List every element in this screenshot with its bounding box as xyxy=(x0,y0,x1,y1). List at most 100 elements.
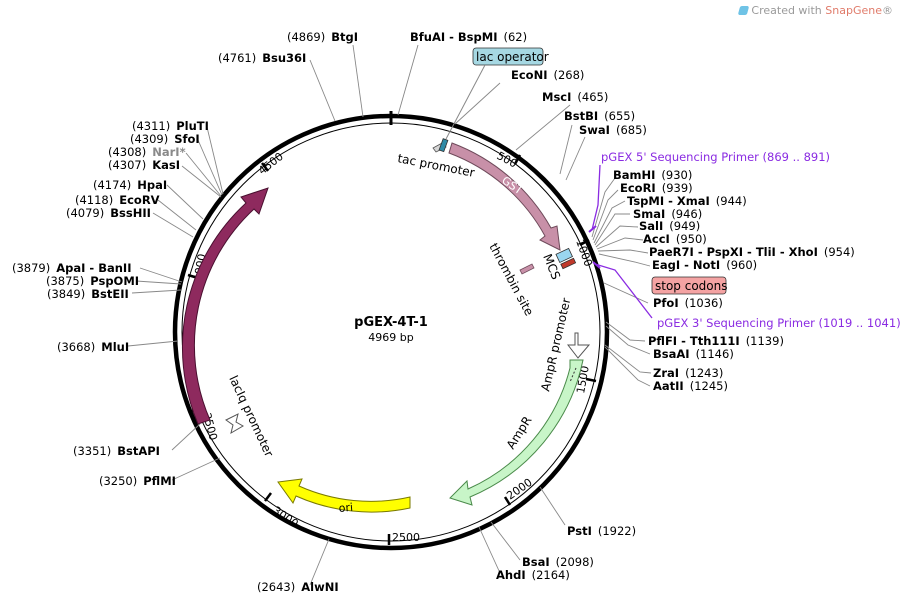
site-BstEII: (3849)BstEII xyxy=(47,287,129,301)
tick-4500 xyxy=(261,162,269,172)
ampr-promoter-overlap xyxy=(569,367,577,383)
lac-operator-label: lac operator xyxy=(476,50,549,64)
leader-ZraI xyxy=(604,344,652,374)
features xyxy=(181,138,591,513)
leader-NarI xyxy=(185,152,222,197)
site-AhdI: AhdI(2164) xyxy=(496,568,570,582)
leader-AccI xyxy=(596,237,644,250)
plasmid-size: 4969 bp xyxy=(368,331,413,344)
label-ori: ori xyxy=(338,501,353,515)
leader-PflMI xyxy=(171,457,221,481)
label-lacI: lacI xyxy=(201,299,217,320)
ampr-arrow xyxy=(449,359,584,506)
plasmid-name: pGEX-4T-1 xyxy=(354,315,428,330)
mcs-box xyxy=(555,247,573,264)
site-PflFI: PflFI - Tth111I(1139) xyxy=(648,334,784,348)
leader-AhdI xyxy=(478,526,501,574)
site-SmaI: SmaI(946) xyxy=(633,207,702,221)
site-BsaAI: BsaAI(1146) xyxy=(653,347,734,361)
leader-SalI xyxy=(595,225,639,248)
site-BstAPI: (3351)BstAPI xyxy=(73,444,160,458)
stop-codons-label: stop codons xyxy=(655,279,728,293)
leader-BstBI xyxy=(559,124,573,175)
site-PspOMI: (3875)PspOMI xyxy=(46,274,139,288)
leader-PstI xyxy=(539,486,566,526)
site-EcoRI: EcoRI(939) xyxy=(620,181,693,195)
ori-arrow xyxy=(277,478,411,513)
leader-PfoI xyxy=(603,282,649,304)
leader-BstAPI xyxy=(171,423,201,451)
site-PstI: PstI(1922) xyxy=(567,524,636,538)
site-SwaI: SwaI(685) xyxy=(579,123,647,137)
tick-label-1000: 1000 xyxy=(573,238,595,269)
stop-codons-box xyxy=(651,276,727,295)
ampr-promoter-arrow xyxy=(566,332,591,359)
site-BstBI: BstBI(655) xyxy=(564,109,635,123)
leader-Bsu36I xyxy=(309,59,336,122)
site-BssHII: (4079)BssHII xyxy=(66,206,151,220)
tick-3000 xyxy=(264,492,272,502)
leader-PspOMI xyxy=(135,280,182,285)
site-PfoI: PfoI(1036) xyxy=(653,296,723,310)
leader-PluTI xyxy=(206,126,224,195)
leader-MscI xyxy=(515,104,571,151)
lac-operator-mark xyxy=(438,138,449,153)
lac-operator-leader xyxy=(445,64,486,140)
site-PaeR7I: PaeR7I - PspXI - TliI - XhoI(954) xyxy=(649,245,855,259)
leader-SmaI xyxy=(594,213,630,246)
credit-prefix: Created with xyxy=(751,4,826,17)
site-MluI: (3668)MluI xyxy=(57,340,129,354)
site-BfuAI: BfuAI - BspMI(62) xyxy=(410,30,527,44)
thrombin-site-mark xyxy=(519,263,535,275)
leader-BssHII xyxy=(152,212,194,238)
credit-suffix: ® xyxy=(882,4,893,17)
leader-AatII xyxy=(604,346,651,387)
leader-EcoNI xyxy=(454,82,501,125)
leader-EcoRI xyxy=(592,189,619,241)
site-TspMI: TspMI - XmaI(944) xyxy=(627,194,747,208)
credit-brand: SnapGene xyxy=(825,4,882,17)
tick-label-500: 500 xyxy=(495,149,520,170)
site-SfoI: (4309)SfoI xyxy=(130,132,200,146)
leader-SfoI xyxy=(197,139,223,196)
site-ZraI: ZraI(1243) xyxy=(653,366,723,380)
lac-operator-box xyxy=(472,47,544,66)
site-ApaI: (3879)ApaI - BanII xyxy=(12,261,131,275)
site-PluTI: (4311)PluTI xyxy=(132,119,209,133)
leader-KasI xyxy=(181,165,222,198)
gst-arrow xyxy=(448,142,561,251)
site-SalI: SalI(949) xyxy=(639,219,700,233)
leader-PaeR7I xyxy=(597,249,649,254)
primer-3-mark xyxy=(592,261,601,269)
site-BamHI: BamHI(930) xyxy=(613,168,692,182)
leader-BamHI xyxy=(591,177,616,238)
leader-PflFI xyxy=(605,321,646,342)
leader-EagI xyxy=(598,253,651,267)
tick-1000 xyxy=(579,238,590,247)
tick-label-2500: 2500 xyxy=(392,531,420,544)
stop-codons-mark xyxy=(560,257,577,270)
leader-ApaI xyxy=(139,267,183,283)
site-BsaI: BsaI(2098) xyxy=(522,555,594,569)
leader-BfuAI xyxy=(397,44,419,116)
leader-AlwNI xyxy=(309,538,330,586)
site-EcoNI: EcoNI(268) xyxy=(511,68,584,82)
leader-BsaAI xyxy=(605,325,651,355)
site-leaders xyxy=(127,44,652,586)
site-labels: (4869)BtgI (4761)Bsu36I BfuAI - BspMI(62… xyxy=(12,30,855,594)
site-AatII: AatII(1245) xyxy=(653,379,728,393)
tick-2000 xyxy=(503,496,512,506)
leader-SwaI xyxy=(565,136,586,181)
leader-HpaI xyxy=(166,184,204,220)
site-PflMI: (3250)PflMI xyxy=(99,474,176,488)
site-HpaI: (4174)HpaI xyxy=(93,178,167,192)
leader-primer-5 xyxy=(591,164,601,231)
primer-5-mark xyxy=(588,225,597,233)
site-AccI: AccI(950) xyxy=(643,232,707,246)
leader-BsaI xyxy=(490,521,521,561)
primer-leaders xyxy=(588,164,653,319)
snapgene-credit: Created with SnapGene® xyxy=(738,4,893,17)
site-KasI: (4307)KasI xyxy=(108,158,180,172)
primer-3-label: pGEX 3' Sequencing Primer (1019 .. 1041) xyxy=(657,316,901,330)
